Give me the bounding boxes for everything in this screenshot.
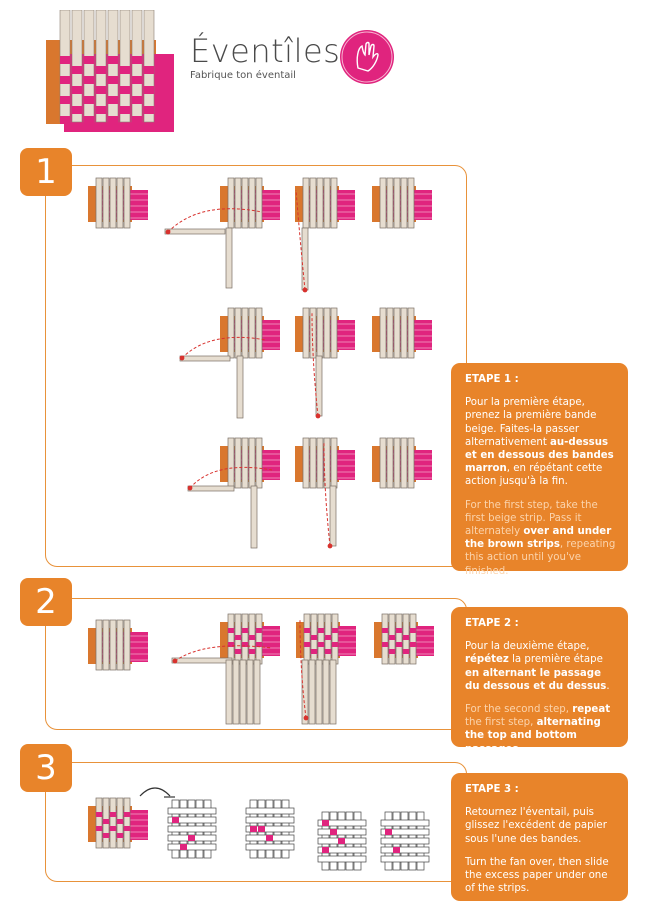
weave-card (295, 177, 355, 229)
step-3-text-en: Turn the fan over, then slide the excess… (465, 856, 609, 895)
beige-strip (179, 355, 231, 362)
step-2-number: 2 (20, 578, 72, 626)
motion-arrow (311, 311, 319, 417)
step-2-text-fr: Pour la deuxième étape, répétez la premi… (465, 641, 610, 692)
step-2-instructions: ETAPE 2 : Pour la deuxième étape, répéte… (451, 607, 628, 755)
beige-strip (301, 659, 309, 725)
page-subtitle: Fabrique ton éventail (190, 70, 296, 81)
step-1-number: 1 (20, 148, 72, 196)
start-dot (165, 229, 171, 235)
weave-card (296, 613, 356, 665)
weave-card (220, 613, 280, 665)
beige-strip (171, 657, 233, 664)
beige-strip (225, 227, 233, 289)
beige-strip (315, 355, 323, 417)
weave-card (295, 307, 355, 359)
start-dot (172, 658, 178, 664)
step-1-instructions: ETAPE 1 : Pour la première étape, prenez… (451, 363, 628, 577)
weave-card (88, 177, 148, 229)
step-1-heading: ETAPE 1 : (465, 374, 519, 385)
beige-strip (225, 659, 233, 725)
start-dot (302, 287, 308, 293)
step-3-instructions: ETAPE 3 : Retournez l'éventail, puis gli… (451, 773, 628, 901)
start-dot (315, 413, 321, 419)
beige-strip (315, 659, 323, 725)
beige-strip (187, 485, 235, 492)
weave-card (220, 437, 280, 489)
beige-strip (246, 659, 254, 725)
beige-strip (322, 659, 330, 725)
weave-card (372, 437, 432, 489)
weave-card (88, 619, 148, 671)
beige-strip (164, 228, 226, 235)
weave-card (372, 177, 432, 229)
weave-card (88, 797, 148, 849)
step-1-text-fr: Pour la première étape, prenez la premiè… (465, 397, 614, 488)
beige-strip (236, 355, 244, 419)
start-dot (303, 715, 309, 721)
page-title: Éventîles (190, 32, 341, 70)
step-2-text-en: For the second step, repeat the first st… (465, 704, 611, 755)
motion-arrow (174, 645, 273, 662)
beige-strip (253, 659, 261, 725)
weave-grid-card (167, 799, 217, 859)
beige-strip (301, 227, 309, 291)
beige-strip (250, 485, 258, 549)
motion-arrow (295, 189, 306, 291)
beige-strip (239, 659, 247, 725)
weave-card (374, 613, 434, 665)
weave-card (220, 177, 280, 229)
weave-card (295, 437, 355, 489)
brand-logo (340, 30, 394, 84)
beige-strip (329, 485, 337, 547)
weave-grid-card (245, 799, 295, 859)
start-dot (179, 355, 185, 361)
step-3-number: 3 (20, 744, 72, 792)
step-3-text-fr: Retournez l'éventail, puis glissez l'exc… (465, 807, 607, 845)
step-2-heading: ETAPE 2 : (465, 618, 519, 629)
weave-card (220, 307, 280, 359)
start-dot (187, 485, 193, 491)
weave-card (372, 307, 432, 359)
beige-strip (329, 659, 337, 725)
motion-arrow (189, 466, 273, 489)
motion-arrow (167, 208, 263, 233)
flip-arrow (139, 787, 171, 797)
weave-grid-card (317, 811, 367, 871)
start-dot (327, 543, 333, 549)
weave-grid-card (380, 811, 430, 871)
beige-strip (232, 659, 240, 725)
motion-arrow (323, 441, 331, 547)
weaving-illustrations (88, 177, 434, 871)
step-1-text-en: For the first step, take the first beige… (465, 499, 616, 577)
step-3-heading: ETAPE 3 : (465, 784, 519, 795)
beige-strip (308, 659, 316, 725)
header-weave-illustration (46, 10, 174, 132)
motion-arrow (181, 336, 267, 359)
